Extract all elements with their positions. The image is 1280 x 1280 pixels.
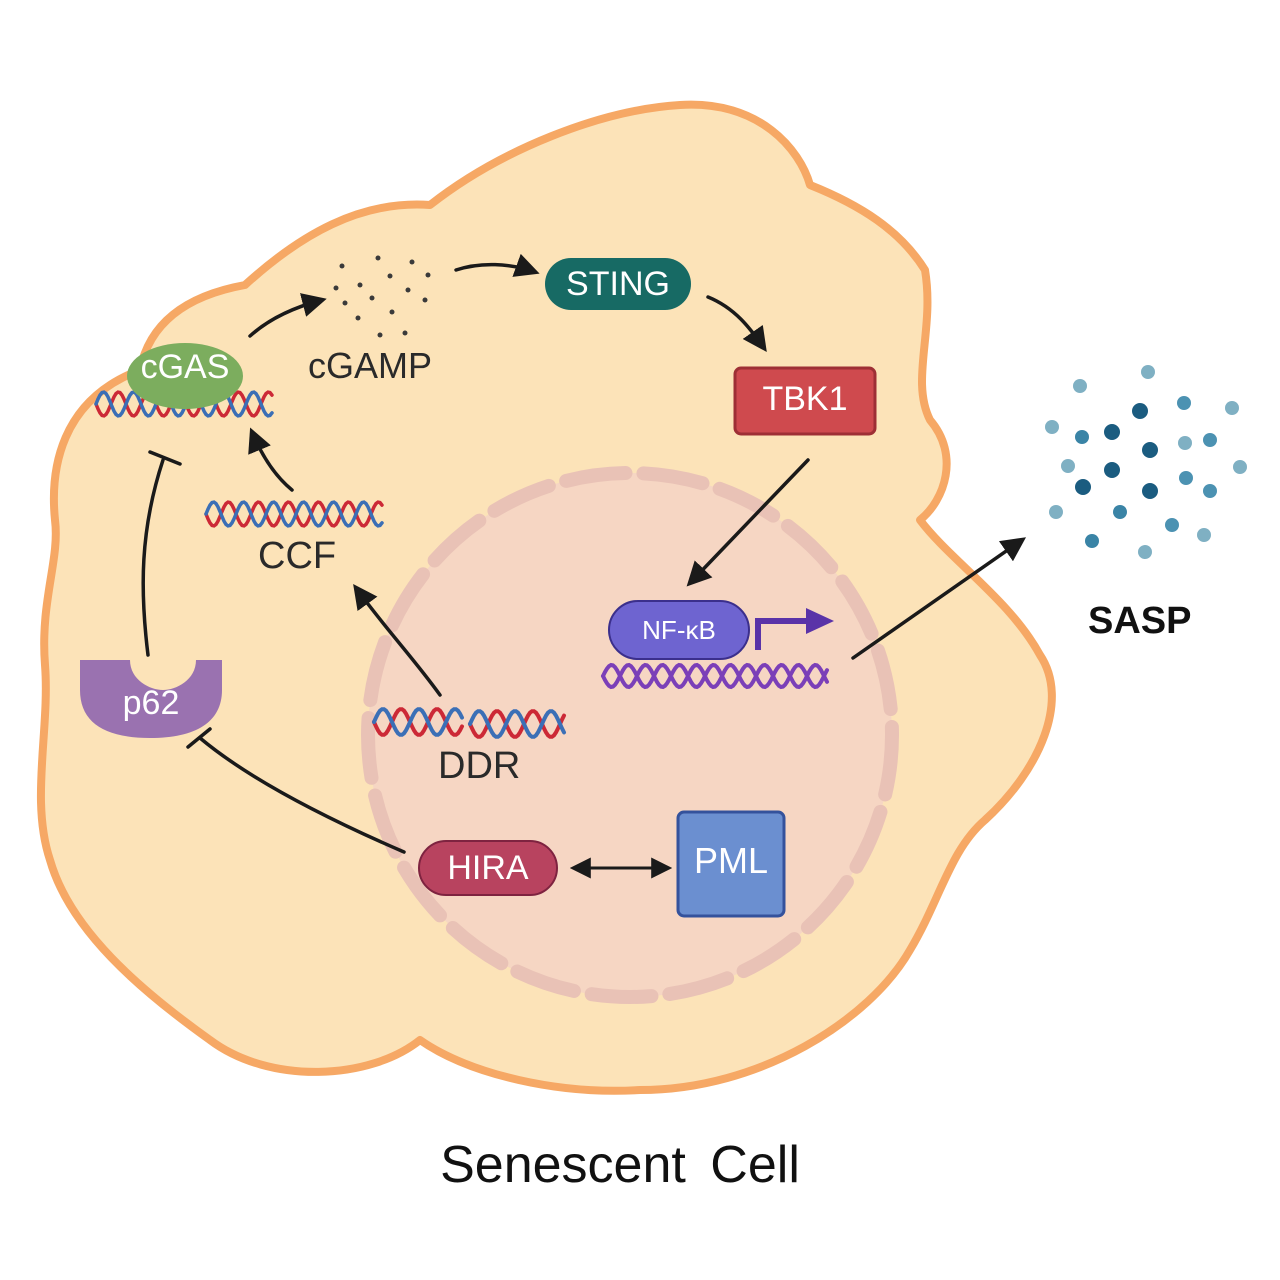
tbk1-node[interactable] [733, 366, 877, 436]
sting-node[interactable]: STING [545, 258, 691, 310]
cgamp-particles [333, 255, 431, 338]
edge-tbk1-to-nfkb [686, 458, 810, 587]
edge-hira-inhibits-p62-bar [186, 727, 212, 749]
edge-ddr-to-ccf [353, 584, 442, 697]
nfkb-label: NF-κB [642, 614, 716, 645]
edge-p62-inhibits-cgas [141, 458, 165, 657]
pml-node[interactable] [676, 810, 786, 918]
ddr-dna-right [468, 709, 566, 739]
nuclear-envelope [361, 466, 899, 1004]
sasp-label: SASP [1088, 600, 1192, 642]
cgamp-label: cGAMP [308, 345, 433, 386]
cgas-label: cGAS [140, 348, 230, 386]
nfkb-dna [601, 662, 829, 690]
p62-node[interactable] [80, 660, 222, 738]
edge-hira-inhibits-p62 [198, 736, 406, 854]
edge-cgas-to-cgamp [248, 293, 327, 338]
nfkb-node[interactable]: NF-κB [608, 600, 750, 660]
tbk1-label: TBK1 [762, 380, 848, 418]
transcription-start-arrow [755, 618, 808, 650]
edge-cgamp-to-sting [454, 253, 540, 277]
pml-label: PML [693, 840, 769, 881]
p62-label: p62 [122, 684, 180, 722]
sasp-particles [1045, 365, 1247, 559]
edge-ccf-to-cgas [248, 427, 294, 492]
ddr-dna-left [372, 707, 464, 737]
edge-p62-inhibits-cgas-bar [148, 450, 182, 466]
cgas-node[interactable] [127, 343, 243, 409]
edge-nfkb-to-sasp [851, 537, 1027, 660]
hira-node[interactable]: HIRA [418, 840, 558, 896]
hira-label: HIRA [447, 848, 529, 887]
sting-label: STING [566, 264, 670, 303]
ddr-label: DDR [438, 745, 521, 787]
edge-sting-to-tbk1 [706, 295, 767, 353]
diagram-caption: Senescent Cell [440, 1136, 800, 1194]
ccf-dna [204, 500, 384, 528]
ccf-label: CCF [258, 535, 337, 577]
